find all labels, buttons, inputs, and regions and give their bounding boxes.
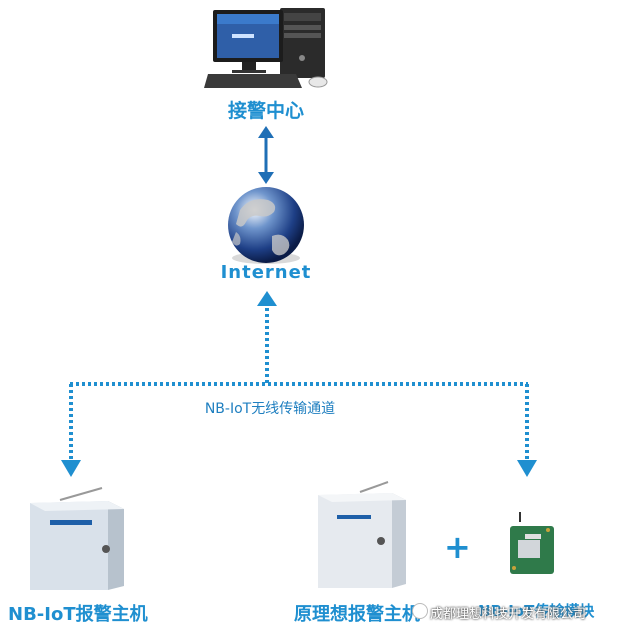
- nb-iot-module-label: NB-IoT传输模块: [478, 602, 595, 620]
- alarm-host-left-icon: [30, 487, 124, 590]
- globe-icon: [228, 187, 304, 264]
- dotted-arrow-up-internet: [257, 291, 277, 383]
- watermark-text: 成都理想科技开发有限公司: [430, 607, 587, 622]
- dotted-arrow-down-left: [61, 384, 81, 477]
- plus-sign: +: [444, 528, 471, 566]
- nb-iot-alarm-host-label: NB-IoT报警主机: [8, 604, 148, 625]
- dotted-arrow-down-right: [517, 384, 537, 477]
- computer-icon: [204, 8, 328, 88]
- alarm-host-right-icon: [318, 481, 406, 588]
- double-arrow-center-internet: [258, 126, 274, 184]
- iot-module-icon: [510, 512, 554, 574]
- original-alarm-host-label: 原理想报警主机: [294, 604, 420, 625]
- internet-label: Internet: [220, 262, 312, 283]
- channel-label: NB-IoT无线传输通道: [204, 401, 336, 417]
- alarm-center-label: 接警中心: [227, 100, 305, 122]
- watermark-logo-icon: [412, 603, 428, 619]
